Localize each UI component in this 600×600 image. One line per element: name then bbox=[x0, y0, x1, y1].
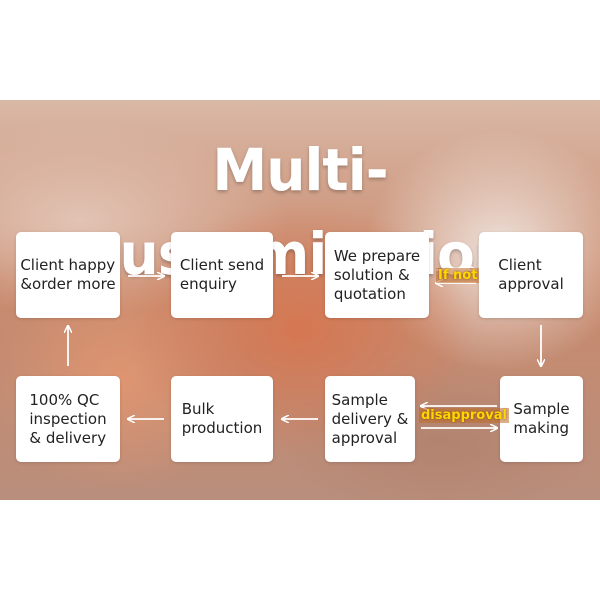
disapproval-label: disapproval bbox=[419, 408, 509, 423]
step-sample-making: Sample making bbox=[500, 376, 583, 462]
disapproval-text: disapproval bbox=[419, 408, 509, 423]
if-not-label: If not bbox=[436, 268, 480, 283]
step-we-prepare-label: We prepare solution & quotation bbox=[333, 246, 421, 303]
step-we-prepare: We prepare solution & quotation bbox=[325, 232, 429, 318]
step-bulk-production-label: Bulk production bbox=[181, 400, 263, 437]
if-not-text: If not bbox=[436, 268, 480, 283]
step-client-approval-label: Client approval bbox=[498, 256, 564, 293]
step-client-send-enquiry-label: Client send enquiry bbox=[179, 256, 265, 293]
step-sample-delivery: Sample delivery & approval bbox=[325, 376, 415, 462]
step-client-send-enquiry: Client send enquiry bbox=[171, 232, 273, 318]
step-bulk-production: Bulk production bbox=[171, 376, 273, 462]
step-client-happy-label: Client happy &order more bbox=[20, 256, 116, 293]
step-client-happy: Client happy &order more bbox=[16, 232, 120, 318]
step-qc-inspection-label: 100% QC inspection & delivery bbox=[29, 390, 107, 447]
step-qc-inspection: 100% QC inspection & delivery bbox=[16, 376, 120, 462]
step-sample-delivery-label: Sample delivery & approval bbox=[331, 390, 409, 447]
step-client-approval: Client approval bbox=[479, 232, 583, 318]
step-sample-making-label: Sample making bbox=[513, 400, 570, 437]
